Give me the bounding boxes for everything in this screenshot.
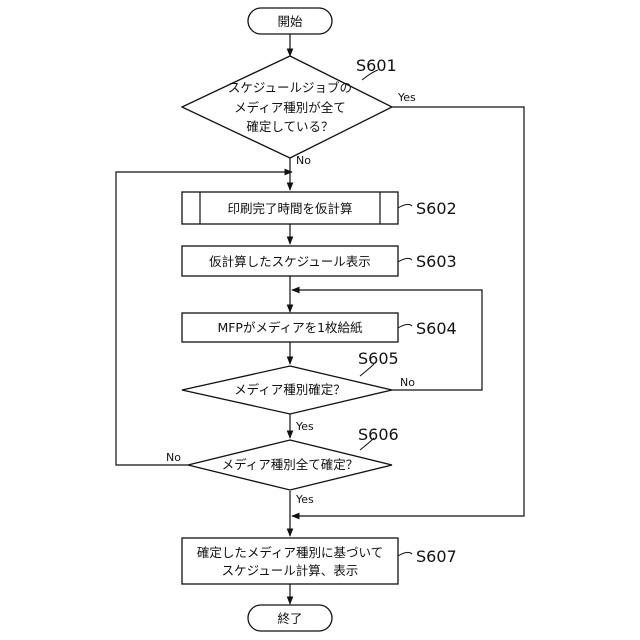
end-terminator: 終了 xyxy=(248,605,332,631)
s601-line-1: スケジュールジョブの xyxy=(228,80,352,95)
s605-yes-label: Yes xyxy=(295,420,314,433)
s603-label: 仮計算したスケジュール表示 xyxy=(209,254,371,269)
start-label: 開始 xyxy=(277,14,303,29)
s601-line-2: メディア種別が全て xyxy=(234,100,346,115)
s601-yes-label: Yes xyxy=(397,91,416,104)
start-terminator: 開始 xyxy=(248,8,332,34)
s602-leader xyxy=(398,204,412,208)
s602-label: 印刷完了時間を仮計算 xyxy=(227,201,352,216)
decision-s601: スケジュールジョブの メディア種別が全て 確定している？ S601 xyxy=(182,56,397,158)
s604-step-id: S604 xyxy=(416,319,457,338)
decision-s606: メディア種別全て確定？ S606 xyxy=(188,425,399,490)
s603-leader xyxy=(398,258,412,262)
s607-line-2: スケジュール計算、表示 xyxy=(222,563,359,578)
s602-step-id: S602 xyxy=(416,199,457,218)
s601-line-3: 確定している？ xyxy=(246,119,333,134)
s604-leader xyxy=(398,324,412,328)
s605-no-label: No xyxy=(400,376,415,389)
s601-no-label: No xyxy=(296,154,311,167)
s606-no-label: No xyxy=(166,451,181,464)
s605-step-id: S605 xyxy=(358,349,399,368)
s606-step-id: S606 xyxy=(358,425,399,444)
s605-label: メディア種別確定？ xyxy=(234,382,346,397)
s607-step-id: S607 xyxy=(416,547,457,566)
s607-line-1: 確定したメディア種別に基づいて xyxy=(197,545,383,560)
process-s604: MFPがメディアを1枚給紙 S604 xyxy=(182,313,457,342)
s607-leader xyxy=(398,552,412,556)
s601-step-id: S601 xyxy=(356,56,397,75)
process-s603: 仮計算したスケジュール表示 S603 xyxy=(182,246,457,276)
s606-label: メディア種別全て確定？ xyxy=(222,457,359,472)
s603-step-id: S603 xyxy=(416,252,457,271)
process-s607: 確定したメディア種別に基づいて スケジュール計算、表示 S607 xyxy=(182,538,457,584)
end-label: 終了 xyxy=(277,611,302,626)
process-s602: 印刷完了時間を仮計算 S602 xyxy=(182,192,457,224)
s606-yes-label: Yes xyxy=(295,493,314,506)
s604-label: MFPがメディアを1枚給紙 xyxy=(217,320,363,335)
